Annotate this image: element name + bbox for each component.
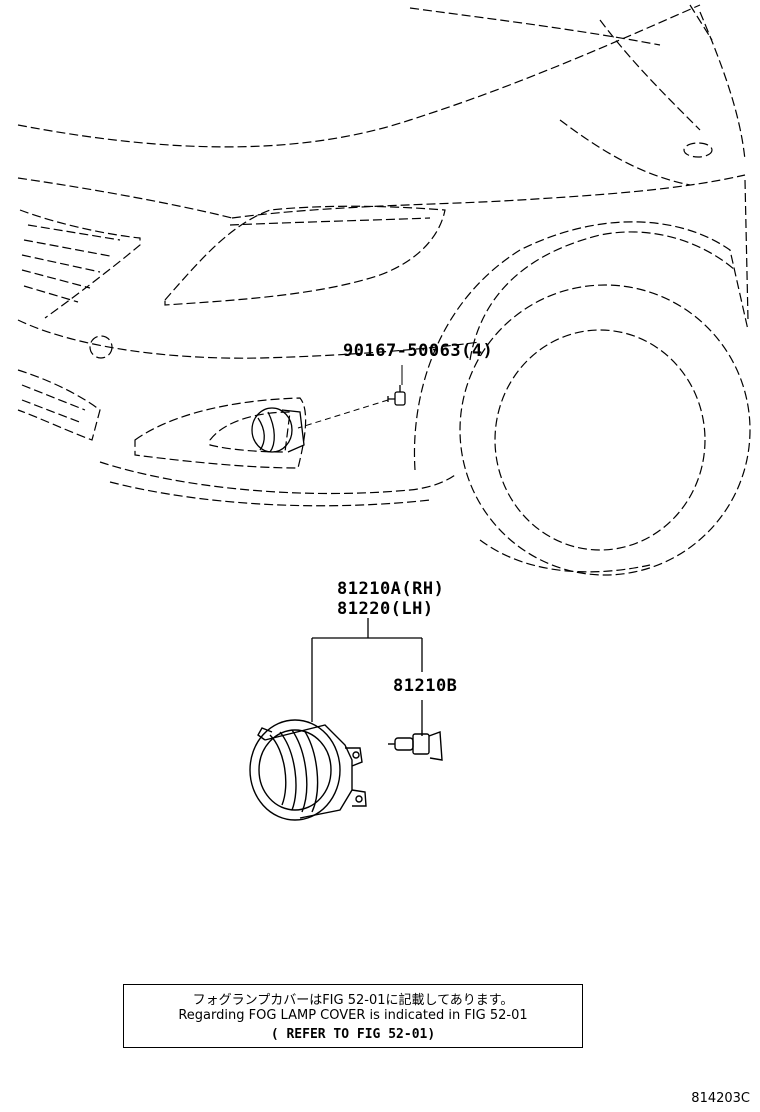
- note-reference: ( REFER TO FIG 52-01): [270, 1027, 436, 1042]
- installed-fog-lamp: [251, 407, 305, 453]
- note-japanese: フォグランプカバーはFIG 52-01に記載してあります。: [192, 993, 514, 1008]
- note-english: Regarding FOG LAMP COVER is indicated in…: [178, 1008, 528, 1023]
- bolt-part-number: 90167-50063(4): [343, 341, 494, 361]
- figure-code: 814203C: [691, 1091, 750, 1106]
- bolt-part: [387, 385, 406, 406]
- fog-lamp-lh-part-number: 81220(LH): [337, 599, 434, 619]
- car-front-outline: [17, 4, 751, 576]
- bulb-part-number: 81210B: [393, 676, 458, 696]
- bulb-part: [388, 730, 443, 761]
- bolt-leader-line: [297, 399, 389, 429]
- fog-lamp-assembly: [249, 719, 367, 821]
- cross-reference-note: フォグランプカバーはFIG 52-01に記載してあります。 Regarding …: [123, 984, 583, 1048]
- callout-leaders: [311, 618, 423, 730]
- fog-lamp-rh-part-number: 81210A(RH): [337, 579, 445, 599]
